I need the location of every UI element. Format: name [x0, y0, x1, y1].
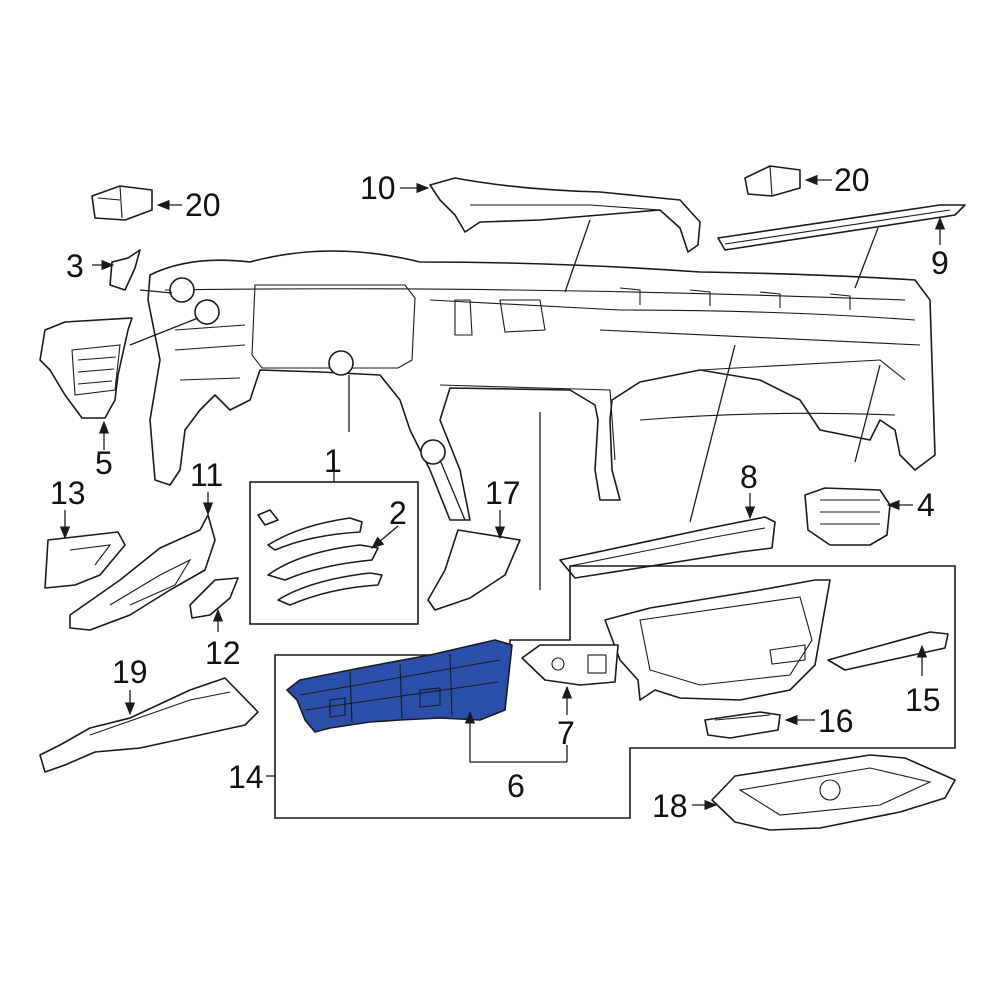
part-1-trim-group	[249, 481, 419, 625]
callout-19: 19	[112, 654, 148, 690]
callout-12: 12	[205, 635, 241, 671]
part-9-right-trim-strip	[717, 204, 966, 251]
part-19-bracket	[39, 677, 259, 773]
part-11-knee-panel	[69, 514, 216, 631]
instrument-panel-frame	[147, 250, 936, 521]
callout-20-right: 20	[834, 162, 870, 198]
part-6-highlighted-vent-assembly	[286, 639, 513, 733]
leader-lines	[59, 174, 946, 811]
part-13-lower-cover	[44, 531, 126, 589]
part-20-left-clip	[91, 185, 153, 221]
callout-13: 13	[50, 475, 86, 511]
part-5-left-air-vent	[39, 317, 133, 419]
callout-8: 8	[740, 459, 758, 495]
part-18-glovebox-bin	[711, 754, 956, 831]
callout-14: 14	[228, 759, 264, 795]
callout-9: 9	[931, 245, 949, 281]
callout-20-left: 20	[185, 187, 221, 223]
callout-3: 3	[66, 248, 84, 284]
callout-17: 17	[485, 475, 521, 511]
callout-6: 6	[507, 768, 525, 804]
callout-16: 16	[818, 703, 854, 739]
callout-5: 5	[95, 445, 113, 481]
callout-7: 7	[557, 715, 575, 751]
callout-1: 1	[324, 443, 342, 479]
callout-18: 18	[652, 788, 688, 824]
part-3-clip	[109, 249, 141, 291]
part-8-trim-panel	[559, 516, 776, 579]
part-10-upper-trim	[429, 177, 701, 253]
callout-labels: 20 20 10 3 9 5 1 2 8 4 13 11 17 12 19 15…	[50, 162, 949, 824]
callout-15: 15	[905, 682, 941, 718]
callout-2: 2	[389, 495, 407, 531]
part-14-glovebox-group	[274, 565, 956, 819]
part-4-center-vent	[804, 487, 891, 546]
callout-10: 10	[360, 170, 396, 206]
part-20-right-clip	[744, 165, 801, 197]
callout-11: 11	[190, 457, 223, 493]
part-17-side-panel	[427, 529, 521, 611]
part-12-small-trim	[189, 577, 239, 619]
callout-4: 4	[917, 487, 935, 523]
